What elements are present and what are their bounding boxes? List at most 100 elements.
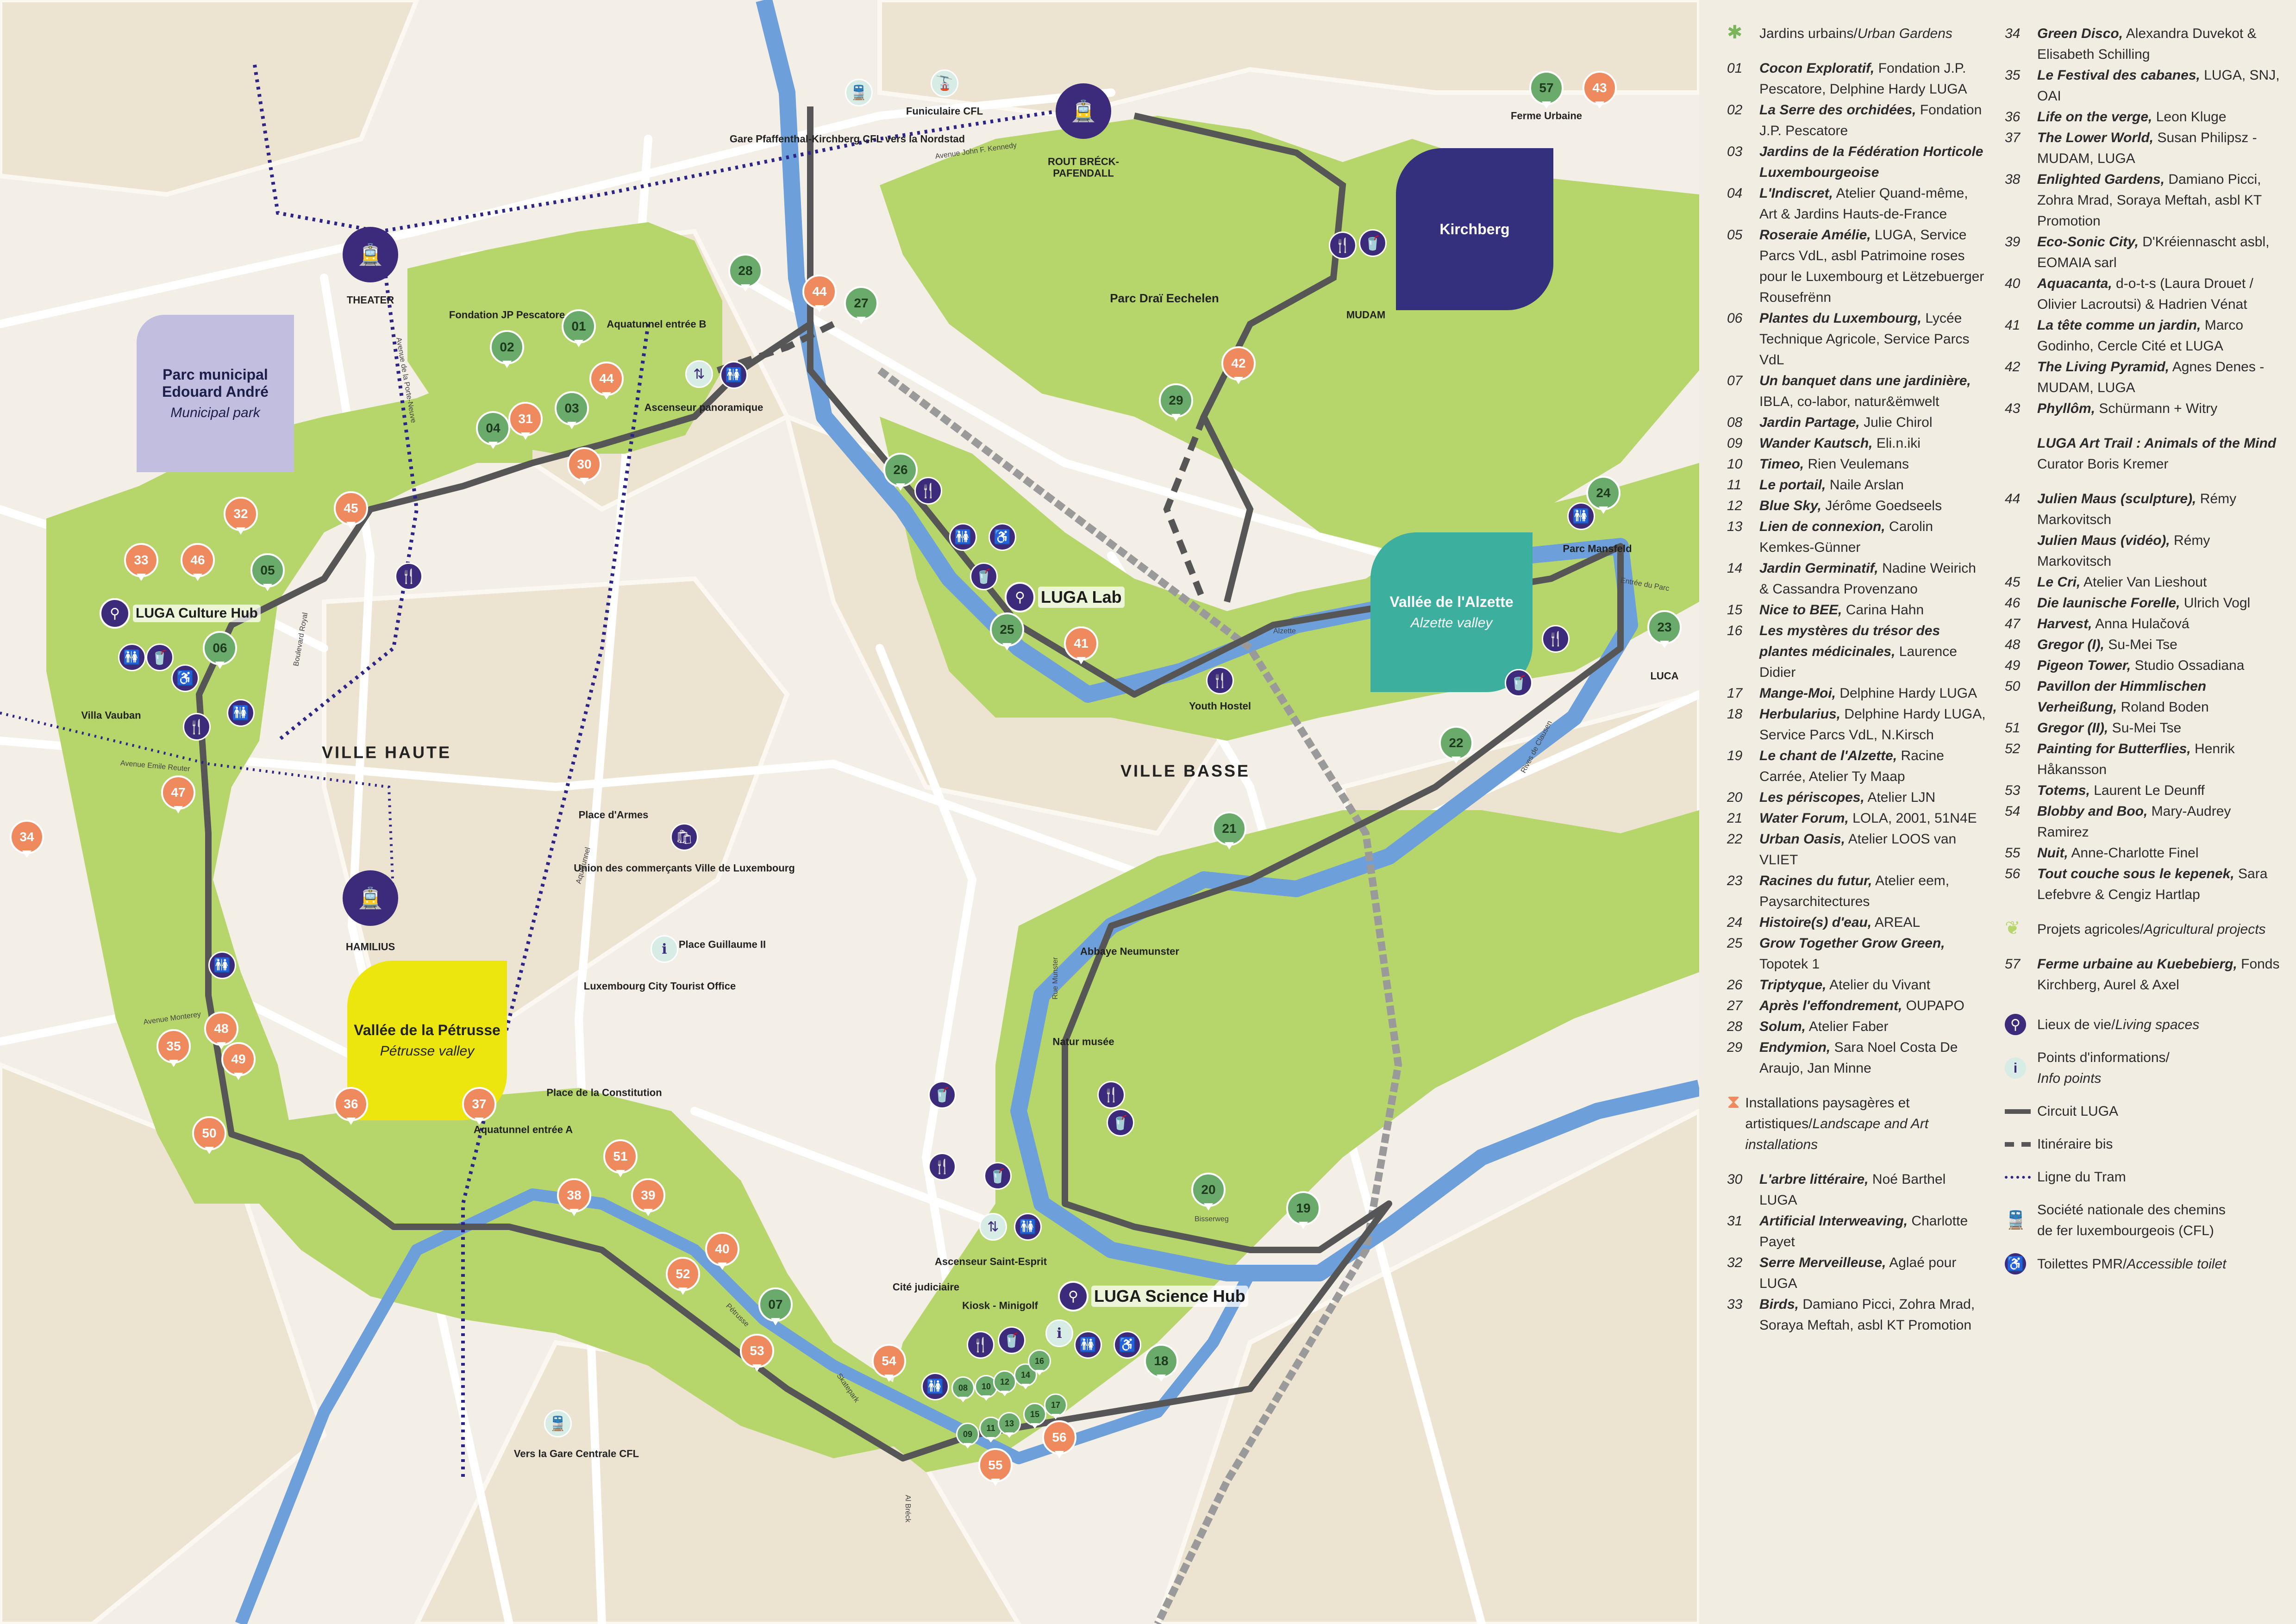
elevator-icon[interactable]: ⇅ <box>979 1213 1007 1241</box>
drink-icon[interactable]: 🥤 <box>998 1326 1026 1354</box>
info-icon[interactable]: ℹ <box>1045 1319 1073 1347</box>
elevator-icon[interactable]: ⇅ <box>685 360 713 388</box>
project-pin[interactable]: 39 <box>631 1178 665 1216</box>
toilet-icon[interactable]: 🚻 <box>1567 502 1595 530</box>
project-pin[interactable]: 42 <box>1221 346 1256 384</box>
project-pin[interactable]: 44 <box>589 362 624 400</box>
drink-icon[interactable]: 🥤 <box>928 1081 956 1109</box>
project-pin[interactable]: 12 <box>993 1370 1016 1396</box>
project-pin[interactable]: 27 <box>844 286 878 324</box>
restaurant-icon[interactable]: 🍴 <box>1329 231 1357 259</box>
restaurant-icon[interactable]: 🍴 <box>914 477 942 505</box>
project-pin[interactable]: 04 <box>476 411 510 449</box>
toilet-icon[interactable]: 🚻 <box>921 1373 949 1400</box>
funicular-icon[interactable]: 🚡 <box>931 69 958 97</box>
project-pin[interactable]: 25 <box>990 612 1024 650</box>
project-pin[interactable]: 57 <box>1529 71 1564 109</box>
project-pin[interactable]: 21 <box>1212 812 1246 849</box>
project-pin[interactable]: 40 <box>705 1232 739 1270</box>
toilet-icon[interactable]: 🚻 <box>949 523 977 551</box>
project-pin[interactable]: 30 <box>567 447 601 485</box>
restaurant-icon[interactable]: 🍴 <box>183 713 211 741</box>
accessible-toilet-icon[interactable]: ♿ <box>171 664 199 692</box>
project-pin[interactable]: 09 <box>956 1423 979 1449</box>
project-pin[interactable]: 56 <box>1042 1420 1076 1458</box>
train-icon[interactable]: 🚆 <box>845 79 873 106</box>
tram-stop-icon[interactable]: 🚊 <box>1056 83 1111 139</box>
toilet-icon[interactable]: 🚻 <box>208 951 236 979</box>
project-pin[interactable]: 26 <box>883 453 918 491</box>
project-pin[interactable]: 55 <box>978 1448 1013 1486</box>
project-pin[interactable]: 05 <box>250 553 285 591</box>
luga-lab[interactable]: ⚲ LUGA Lab <box>1005 582 1125 612</box>
tram-stop-icon[interactable]: 🚊 <box>343 870 398 926</box>
project-pin[interactable]: 19 <box>1286 1191 1320 1229</box>
shopping-bag-icon[interactable]: 🛍 <box>670 823 698 851</box>
project-pin[interactable]: 48 <box>204 1012 238 1049</box>
drink-icon[interactable]: 🥤 <box>984 1162 1012 1190</box>
info-icon[interactable]: ℹ <box>651 935 678 963</box>
project-pin[interactable]: 50 <box>192 1116 226 1154</box>
drink-icon[interactable]: 🥤 <box>1359 229 1387 257</box>
accessible-toilet-icon[interactable]: ♿ <box>988 523 1016 551</box>
project-pin[interactable]: 16 <box>1028 1349 1051 1375</box>
project-pin[interactable]: 08 <box>951 1376 975 1402</box>
train-icon[interactable]: 🚆 <box>544 1410 572 1437</box>
project-pin[interactable]: 45 <box>334 491 368 529</box>
restaurant-icon[interactable]: 🍴 <box>1097 1081 1125 1109</box>
luga-culture-hub[interactable]: ⚲ LUGA Culture Hub <box>100 598 261 629</box>
drink-icon[interactable]: 🥤 <box>1505 669 1533 697</box>
project-pin[interactable]: 31 <box>508 402 543 440</box>
restaurant-icon[interactable]: 🍴 <box>1542 625 1570 653</box>
project-pin[interactable]: 15 <box>1023 1403 1046 1429</box>
drink-icon[interactable]: 🥤 <box>970 562 998 590</box>
restaurant-icon[interactable]: 🍴 <box>928 1153 956 1181</box>
restaurant-icon[interactable]: 🍴 <box>395 562 423 590</box>
project-pin[interactable]: 47 <box>161 775 195 813</box>
project-pin[interactable]: 32 <box>224 497 258 535</box>
toilet-icon[interactable]: 🚻 <box>720 361 748 389</box>
restaurant-icon[interactable]: 🍴 <box>1206 667 1234 694</box>
project-pin[interactable]: 33 <box>124 543 158 581</box>
restaurant-icon[interactable]: 🍴 <box>967 1331 995 1359</box>
drink-icon[interactable]: 🥤 <box>146 643 174 671</box>
project-pin[interactable]: 37 <box>462 1087 496 1125</box>
project-pin[interactable]: 34 <box>10 820 44 858</box>
toilet-icon[interactable]: 🚻 <box>1074 1331 1102 1359</box>
project-pin[interactable]: 23 <box>1647 610 1682 648</box>
project-pin[interactable]: 20 <box>1191 1173 1226 1211</box>
project-pin[interactable]: 38 <box>557 1178 591 1216</box>
toilet-icon[interactable]: 🚻 <box>118 643 146 671</box>
project-pin[interactable]: 28 <box>728 254 763 292</box>
tram-stop-icon[interactable]: 🚊 <box>343 227 398 282</box>
drink-icon[interactable]: 🥤 <box>1107 1109 1134 1137</box>
project-pin[interactable]: 54 <box>872 1344 906 1382</box>
project-pin[interactable]: 49 <box>221 1042 256 1080</box>
project-pin[interactable]: 35 <box>156 1029 191 1067</box>
project-pin[interactable]: 03 <box>555 391 589 429</box>
project-pin[interactable]: 24 <box>1586 476 1620 514</box>
project-pin[interactable]: 43 <box>1583 71 1617 109</box>
project-pin[interactable]: 41 <box>1064 626 1098 664</box>
project-pin[interactable]: 01 <box>562 309 596 347</box>
alzette-area[interactable]: Vallée de l'Alzette Alzette valley <box>1370 532 1533 692</box>
project-pin[interactable]: 52 <box>666 1257 700 1295</box>
accessible-toilet-icon[interactable]: ♿ <box>1114 1331 1141 1359</box>
project-pin[interactable]: 46 <box>181 543 215 581</box>
project-pin[interactable]: 36 <box>334 1087 368 1125</box>
project-pin[interactable]: 29 <box>1159 383 1193 421</box>
project-pin[interactable]: 51 <box>603 1139 638 1177</box>
parc-municipal-area[interactable]: Parc municipal Edouard André Municipal p… <box>137 315 294 472</box>
luga-science-hub[interactable]: ⚲ LUGA Science Hub <box>1058 1281 1248 1312</box>
project-pin[interactable]: 07 <box>758 1287 793 1325</box>
map[interactable]: Parc municipal Edouard André Municipal p… <box>0 0 1699 1624</box>
kirchberg-area[interactable]: Kirchberg <box>1396 148 1553 310</box>
project-pin[interactable]: 53 <box>740 1334 774 1372</box>
project-pin[interactable]: 06 <box>203 631 237 669</box>
toilet-icon[interactable]: 🚻 <box>227 699 255 727</box>
project-pin[interactable]: 22 <box>1439 726 1473 764</box>
project-pin[interactable]: 13 <box>998 1412 1021 1438</box>
project-pin[interactable]: 17 <box>1044 1393 1067 1419</box>
toilet-icon[interactable]: 🚻 <box>1014 1213 1042 1241</box>
project-pin[interactable]: 02 <box>490 330 524 368</box>
